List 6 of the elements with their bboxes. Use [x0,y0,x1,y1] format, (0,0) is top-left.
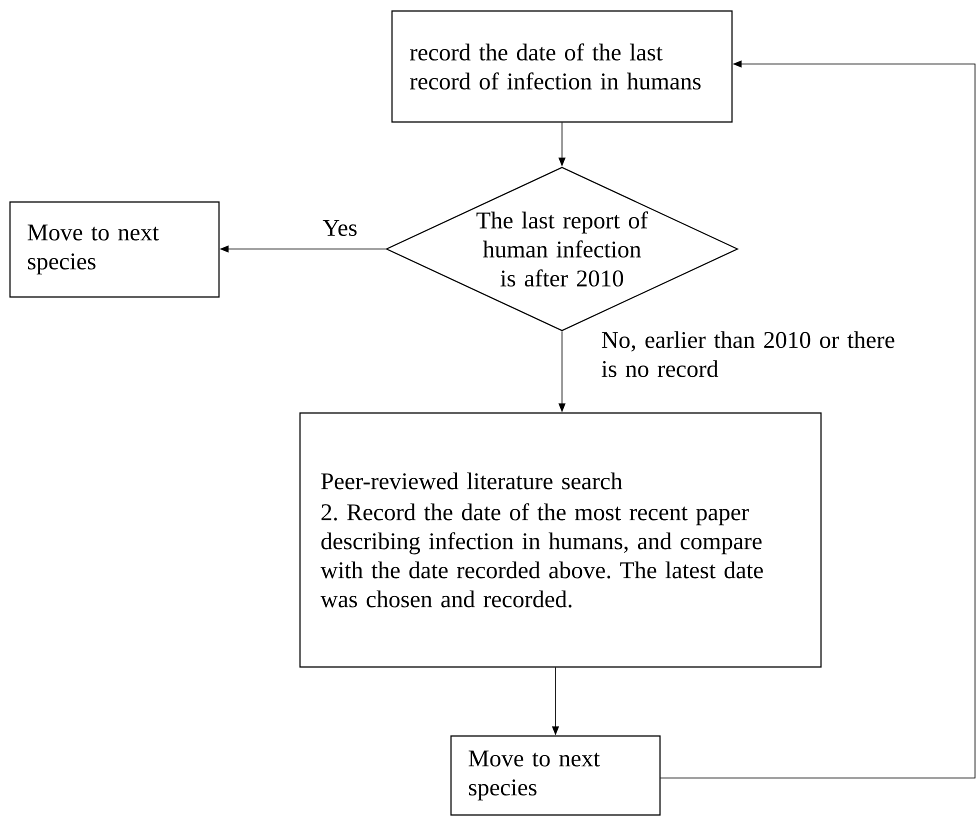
process-box: record the date of the last record of infection in humans [391,10,733,123]
process-box: Peer-reviewed literature search 2. Record the date of the most recent paper describing infection in humans, and compare with the date recorded above. The latest date was chosen and recorded. [299,412,822,668]
process-box: Move to next species [450,735,661,816]
edge-label: No, earlier than 2010 or there is no record [600,330,902,378]
edge-label: Yes [322,219,358,237]
process-box: Move to next species [9,201,220,298]
